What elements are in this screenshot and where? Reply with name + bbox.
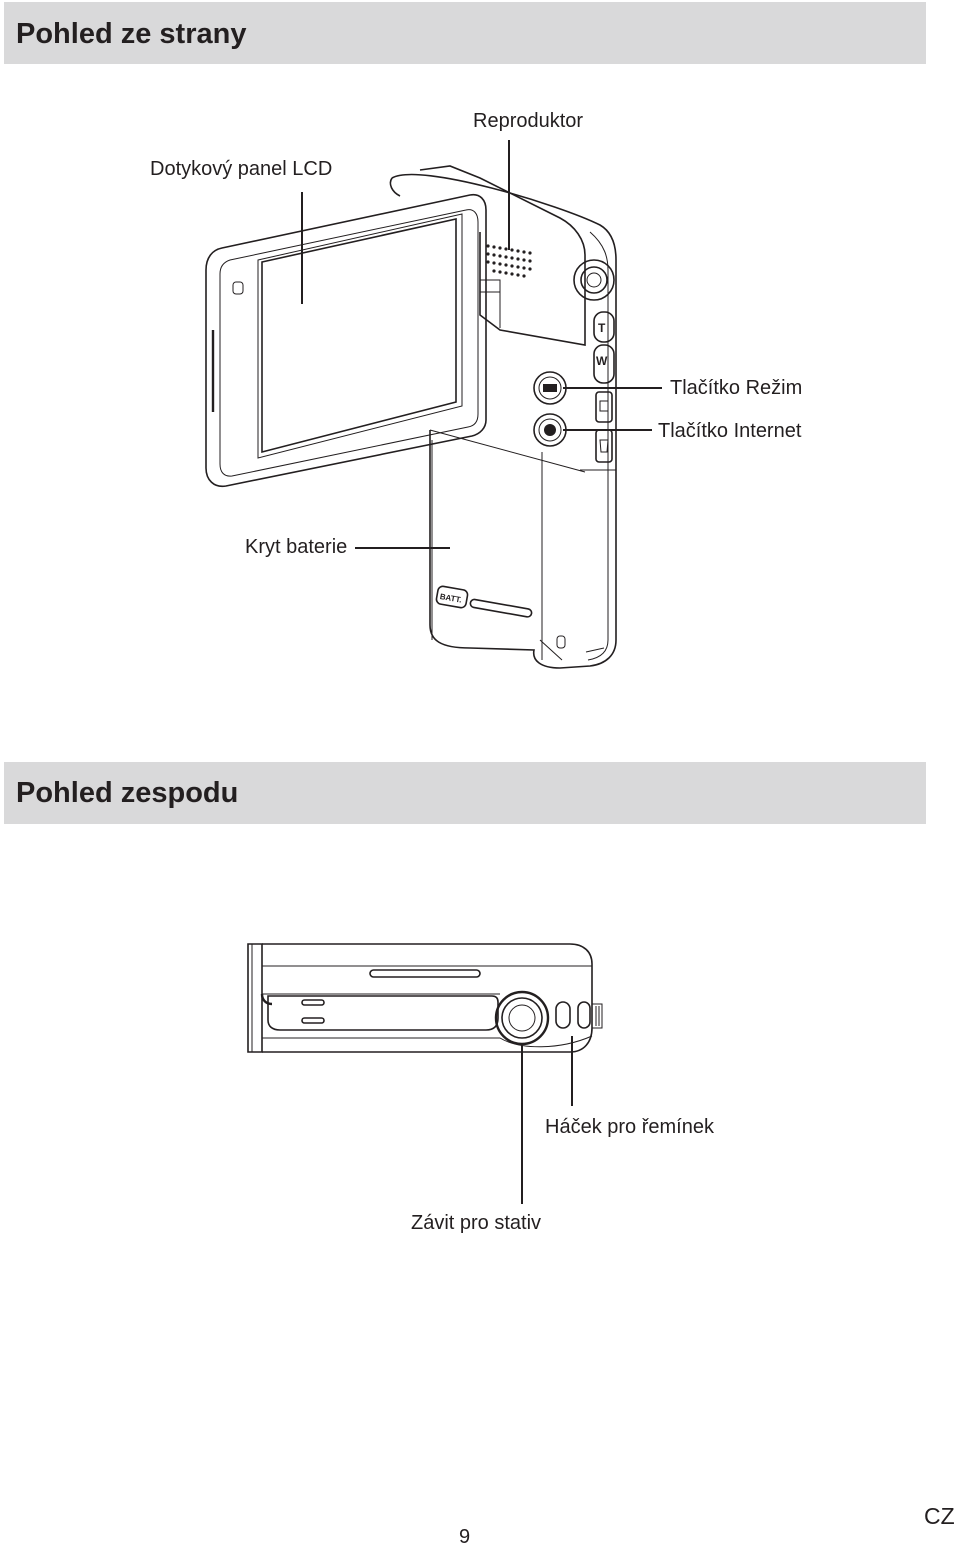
zoom-tele-button-icon: T bbox=[593, 311, 615, 343]
section-header-bottom-view bbox=[4, 762, 926, 824]
strap-hook-icon bbox=[555, 1001, 571, 1029]
side-lens-icon bbox=[573, 259, 615, 301]
svg-text:W: W bbox=[596, 354, 608, 368]
svg-text:BATT.: BATT. bbox=[439, 592, 462, 605]
speaker-grille-icon bbox=[486, 244, 532, 278]
side-grip-icon bbox=[577, 1001, 603, 1029]
playback-button-icon bbox=[595, 391, 613, 423]
section-header-side-view bbox=[4, 2, 926, 64]
tripod-thread-icon bbox=[494, 990, 550, 1046]
language-code: CZ bbox=[924, 1503, 955, 1529]
camcorder-side-illustration: T W BATT. bbox=[205, 140, 662, 669]
zoom-wide-button-icon: W bbox=[593, 344, 615, 384]
mode-button-icon bbox=[533, 371, 567, 405]
bottom-vent-bottom bbox=[301, 1017, 325, 1024]
bottom-view-title: Pohled zespodu bbox=[16, 777, 239, 809]
side-view-title: Pohled ze strany bbox=[16, 18, 247, 50]
lcd-label: Dotykový panel LCD bbox=[150, 158, 333, 180]
internet-button-icon bbox=[533, 413, 567, 447]
camera-bottom-body bbox=[247, 943, 593, 1053]
speaker-label: Reproduktor bbox=[473, 110, 584, 132]
lcd-panel bbox=[205, 193, 487, 488]
svg-text:T: T bbox=[598, 321, 606, 335]
battery-cover: BATT. bbox=[431, 440, 605, 653]
mode-button-label: Tlačítko Režim bbox=[670, 377, 803, 399]
battery-label-icon: BATT. bbox=[435, 585, 469, 609]
strap-hook-label: Háček pro řemínek bbox=[545, 1116, 714, 1138]
delete-button-icon bbox=[595, 429, 613, 463]
camcorder-bottom-illustration bbox=[247, 943, 603, 1204]
camera-body bbox=[389, 173, 617, 669]
tripod-thread-label: Závit pro stativ bbox=[411, 1212, 542, 1234]
page-number: 9 bbox=[459, 1526, 471, 1548]
internet-button-label: Tlačítko Internet bbox=[658, 420, 802, 442]
speaker-block bbox=[419, 165, 586, 346]
battery-cover-label: Kryt baterie bbox=[245, 536, 348, 558]
bottom-vent-top bbox=[301, 999, 325, 1006]
bottom-slot bbox=[369, 969, 481, 978]
